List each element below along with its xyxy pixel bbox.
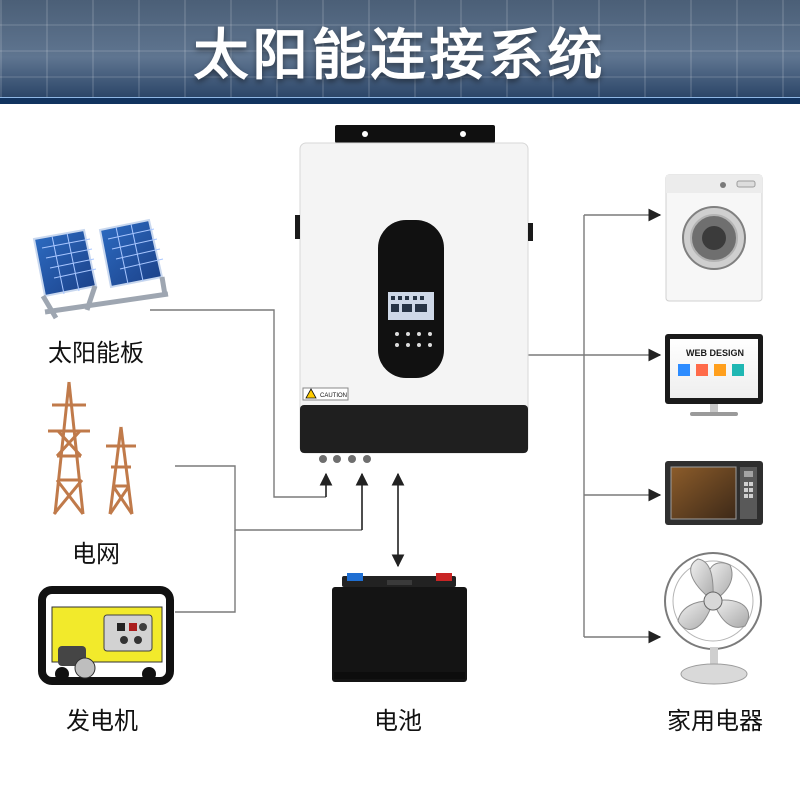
solar-panel-label: 太阳能板	[48, 339, 144, 367]
monitor-screen-text: WEB DESIGN	[686, 348, 744, 358]
connection-lines	[150, 214, 654, 638]
battery-icon	[332, 573, 467, 682]
page-title: 太阳能连接系统	[193, 23, 607, 87]
inverter-icon: CAUTION	[295, 125, 533, 463]
battery-label: 电池	[374, 707, 422, 735]
solar-connection-line	[150, 309, 326, 498]
power-tower-icon	[48, 381, 136, 515]
fan-icon	[664, 552, 762, 685]
banner-strip	[0, 97, 800, 104]
header-banner: 太阳能连接系统	[0, 0, 800, 104]
appliances-label: 家用电器	[667, 707, 763, 735]
arrows	[319, 208, 662, 644]
generator-label: 发电机	[66, 707, 138, 735]
generator-icon	[38, 586, 174, 685]
generator-connection-line	[175, 530, 236, 613]
monitor-icon: WEB DESIGN	[665, 334, 763, 416]
microwave-icon	[665, 461, 763, 525]
solar-panel-icon	[32, 218, 169, 320]
grid-label: 电网	[72, 540, 120, 568]
caution-label: CAUTION	[320, 393, 347, 399]
washing-machine-icon	[665, 174, 763, 302]
banner-solar-pattern	[0, 0, 800, 104]
grid-connection-line	[175, 465, 362, 531]
